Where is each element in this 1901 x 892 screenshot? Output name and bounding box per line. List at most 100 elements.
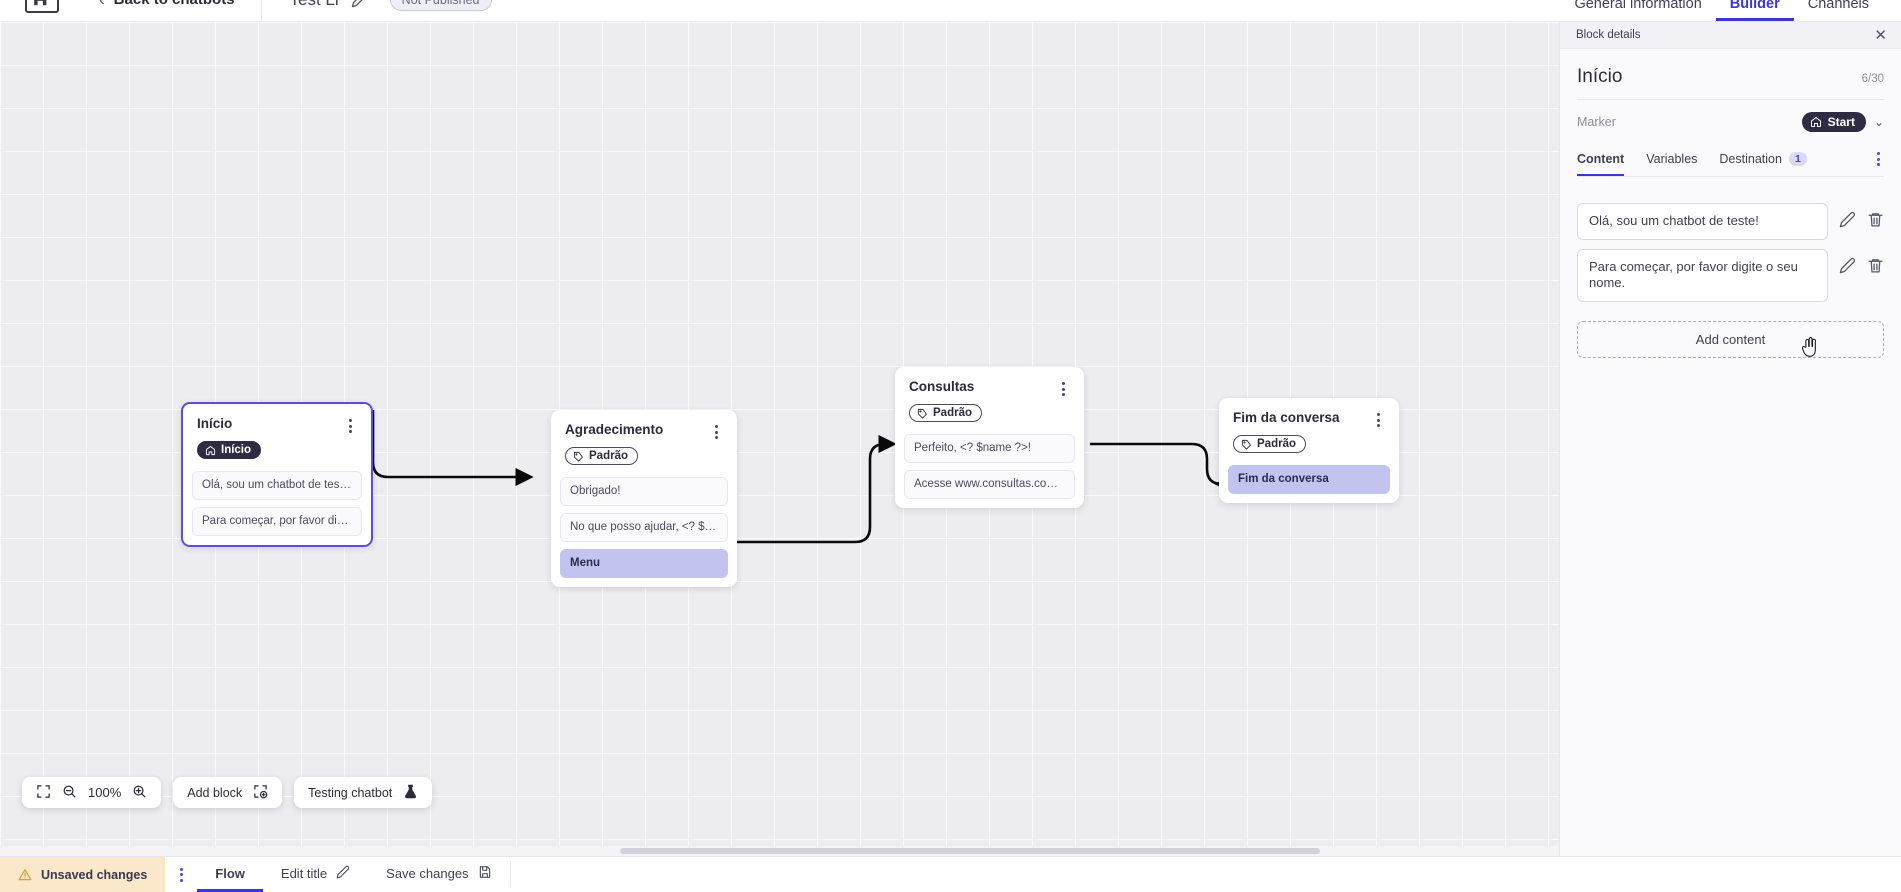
marker-label: Marker bbox=[1577, 115, 1616, 129]
bot-title-group: Test Li Not Published bbox=[290, 0, 492, 11]
node-message[interactable]: Acesse www.consultas.com par... bbox=[904, 469, 1075, 499]
node-tag-default[interactable]: Padrão bbox=[909, 404, 982, 422]
node-tag-start[interactable]: Início bbox=[197, 441, 262, 459]
content-row: Para começar, por favor digite o seu nom… bbox=[1577, 248, 1884, 302]
panel-tabs: Content Variables Destination 1 bbox=[1577, 145, 1884, 177]
panel-menu-kebab-icon[interactable] bbox=[1873, 152, 1884, 176]
node-menu-kebab-icon[interactable] bbox=[1371, 411, 1385, 427]
pencil-icon bbox=[336, 865, 350, 882]
content-row: Olá, sou um chatbot de teste! bbox=[1577, 203, 1884, 240]
testing-chatbot-button[interactable]: Testing chatbot bbox=[294, 777, 433, 808]
tab-channels[interactable]: Channels bbox=[1807, 0, 1869, 12]
delete-trash-icon[interactable] bbox=[1867, 257, 1884, 274]
node-title: Consultas bbox=[909, 379, 975, 394]
node-message[interactable]: Olá, sou um chatbot de teste! bbox=[192, 470, 362, 500]
add-content-button[interactable]: Add content bbox=[1577, 320, 1884, 358]
node-tag-label: Padrão bbox=[933, 407, 972, 419]
flow-canvas[interactable]: Início Início Olá, sou um chatbot de tes… bbox=[0, 22, 1559, 856]
footer-tab-edit-title[interactable]: Edit title bbox=[263, 857, 368, 892]
edit-title-pencil-icon[interactable] bbox=[351, 0, 368, 8]
flow-node-agradecimento[interactable]: Agradecimento Padrão Obrigado! No que po… bbox=[551, 410, 737, 588]
block-title-row: Início 6/30 bbox=[1577, 49, 1884, 100]
tab-general-information[interactable]: General information bbox=[1574, 0, 1702, 12]
panel-tab-destination[interactable]: Destination 1 bbox=[1719, 145, 1807, 176]
footer-menu-kebab-icon[interactable] bbox=[165, 857, 197, 892]
node-message[interactable]: Para começar, por favor digite o ... bbox=[192, 506, 362, 536]
destination-count-badge: 1 bbox=[1788, 152, 1807, 166]
node-tag-label: Padrão bbox=[589, 450, 628, 462]
node-header: Início bbox=[183, 404, 371, 433]
node-message[interactable]: Perfeito, <? $name ?>! bbox=[904, 433, 1075, 463]
node-tag-row: Padrão bbox=[1219, 427, 1399, 465]
add-block-icon bbox=[253, 784, 268, 802]
testing-chatbot-label: Testing chatbot bbox=[308, 785, 393, 800]
panel-tab-label: Variables bbox=[1646, 152, 1698, 166]
node-tag-default[interactable]: Padrão bbox=[1233, 435, 1306, 453]
fit-screen-icon[interactable] bbox=[36, 784, 51, 802]
node-header: Consultas bbox=[895, 367, 1084, 396]
node-menu-kebab-icon[interactable] bbox=[1056, 380, 1070, 396]
marker-value: Start bbox=[1827, 115, 1855, 129]
zoom-level-value: 100% bbox=[88, 785, 122, 800]
page-title: Test Li bbox=[290, 0, 339, 10]
flow-node-inicio[interactable]: Início Início Olá, sou um chatbot de tes… bbox=[181, 402, 373, 547]
node-message[interactable]: No que posso ajudar, <? $name ... bbox=[560, 512, 728, 542]
node-title: Agradecimento bbox=[565, 422, 664, 437]
close-icon[interactable]: ✕ bbox=[1874, 26, 1887, 44]
character-counter: 6/30 bbox=[1861, 73, 1884, 85]
marker-start-pill[interactable]: Start bbox=[1801, 112, 1866, 132]
flow-node-consultas[interactable]: Consultas Padrão Perfeito, <? $name ?>! … bbox=[895, 367, 1084, 508]
flow-node-fim-da-conversa[interactable]: Fim da conversa Padrão Fim da conversa bbox=[1219, 398, 1399, 503]
zoom-controls[interactable]: 100% bbox=[22, 777, 162, 808]
node-tag-row: Início bbox=[183, 433, 371, 471]
node-header: Fim da conversa bbox=[1219, 398, 1399, 427]
zoom-out-icon[interactable] bbox=[62, 784, 77, 802]
content-text[interactable]: Olá, sou um chatbot de teste! bbox=[1577, 203, 1828, 240]
panel-body: Início 6/30 Marker Start ⌄ Content Varia… bbox=[1560, 49, 1901, 856]
node-message[interactable]: Obrigado! bbox=[560, 476, 728, 506]
footer-tab-save-changes[interactable]: Save changes bbox=[368, 857, 509, 892]
node-header: Agradecimento bbox=[551, 410, 737, 439]
scrollbar-thumb[interactable] bbox=[620, 848, 1320, 854]
warning-triangle-icon bbox=[18, 868, 32, 882]
node-tag-row: Padrão bbox=[551, 439, 737, 477]
panel-header: Block details ✕ bbox=[1560, 22, 1901, 49]
canvas-horizontal-scrollbar[interactable] bbox=[0, 846, 1559, 856]
footer-tab-label: Flow bbox=[215, 865, 245, 881]
node-menu-kebab-icon[interactable] bbox=[709, 423, 723, 439]
node-messages: Perfeito, <? $name ?>! Acesse www.consul… bbox=[895, 433, 1084, 499]
edit-pencil-icon[interactable] bbox=[1839, 211, 1856, 228]
node-title: Fim da conversa bbox=[1233, 410, 1340, 425]
node-message-accent[interactable]: Menu bbox=[560, 548, 728, 579]
tag-icon bbox=[1241, 439, 1251, 450]
back-to-chatbots-button[interactable]: ‹ Back to chatbots bbox=[99, 0, 262, 21]
top-tabs: General information Builder Channels bbox=[1560, 0, 1901, 21]
node-message-accent[interactable]: Fim da conversa bbox=[1228, 464, 1390, 494]
flask-icon bbox=[403, 784, 418, 802]
chevron-down-icon[interactable]: ⌄ bbox=[1873, 115, 1884, 129]
zoom-in-icon[interactable] bbox=[132, 784, 147, 802]
node-messages: Fim da conversa bbox=[1219, 464, 1399, 494]
add-block-label: Add block bbox=[187, 785, 243, 800]
canvas-toolbar: 100% Add block Testing chatbot bbox=[22, 777, 433, 808]
node-menu-kebab-icon[interactable] bbox=[343, 417, 357, 433]
bottom-status-bar: Unsaved changes Flow Edit title Save cha… bbox=[0, 856, 1901, 892]
tab-builder[interactable]: Builder bbox=[1715, 0, 1794, 21]
product-logo[interactable] bbox=[25, 0, 59, 13]
top-header-bar: ‹ Back to chatbots Test Li Not Published… bbox=[0, 0, 1901, 22]
back-to-chatbots-label: Back to chatbots bbox=[114, 0, 235, 8]
delete-trash-icon[interactable] bbox=[1867, 211, 1884, 228]
panel-tab-label: Content bbox=[1577, 152, 1625, 166]
node-tag-default[interactable]: Padrão bbox=[565, 447, 638, 465]
content-text[interactable]: Para começar, por favor digite o seu nom… bbox=[1577, 248, 1828, 302]
edit-pencil-icon[interactable] bbox=[1839, 257, 1856, 274]
tag-icon bbox=[573, 451, 583, 462]
node-tag-label: Início bbox=[221, 444, 252, 456]
footer-tab-flow[interactable]: Flow bbox=[197, 857, 263, 892]
panel-tab-label: Destination bbox=[1719, 152, 1782, 166]
panel-tab-content[interactable]: Content bbox=[1577, 145, 1625, 176]
add-block-button[interactable]: Add block bbox=[173, 777, 283, 808]
panel-tab-variables[interactable]: Variables bbox=[1646, 145, 1697, 176]
content-list: Olá, sou um chatbot de teste! Para começ… bbox=[1577, 177, 1884, 302]
unsaved-changes-label: Unsaved changes bbox=[41, 867, 148, 882]
